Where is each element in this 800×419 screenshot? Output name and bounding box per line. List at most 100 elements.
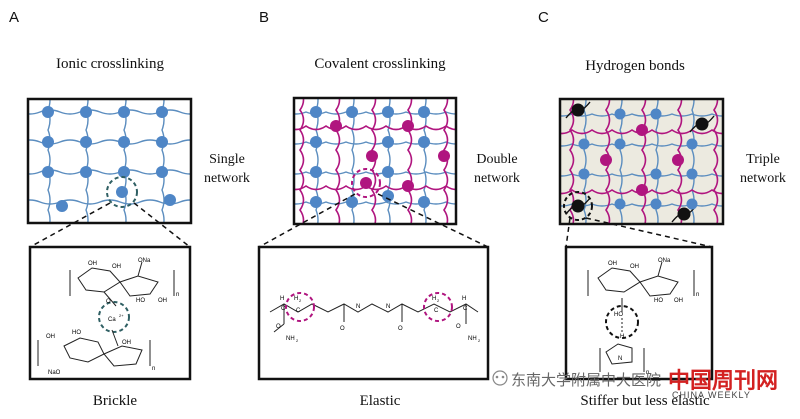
label-ho-c2: HO [614,312,623,318]
panel-letter-c: C [538,9,549,26]
double-network-border [292,96,458,226]
label-o-b3: O [276,324,281,330]
single-network-nodes [42,106,176,212]
blue-crosslink-node [42,136,54,148]
label-n-c1: n [696,292,699,298]
label-ona-a: ONa [138,258,151,264]
label-h-b1: H [280,296,284,302]
black-hydrogen-bond-node [571,199,585,213]
label-oh-c2: OH [630,264,639,270]
label-n-ring: N [618,356,622,362]
blue-crosslink-node [310,166,322,178]
magenta-crosslink-node [366,150,378,162]
blue-crosslink-node [80,136,92,148]
label-oh-a2: OH [112,264,121,270]
blue-crosslink-node [578,168,590,180]
panel-b-side-label-line2: network [474,171,520,186]
panel-c-caption: Stiffer but less elastic [580,393,710,409]
label-ho-a1: HO [136,298,145,304]
blue-crosslink-node [80,166,92,178]
pam-structure-frame [257,245,490,381]
panel-a-caption: Brickle [92,393,138,409]
blue-crosslink-node [382,166,394,178]
label-n-c2: n [646,370,649,376]
blue-crosslink-node [310,196,322,208]
label-h2-sub-b1: 2 [299,298,302,303]
magenta-crosslink-node [402,180,414,192]
blue-crosslink-node [614,108,626,120]
label-h2-b1: H [294,296,298,302]
panel-letter-b: B [259,9,270,26]
blue-crosslink-node [346,196,358,208]
panel-b-side-label-line1: Double [476,152,518,167]
blue-crosslink-node [310,106,322,118]
blue-crosslink-node [156,136,168,148]
panel-b-title: Covalent crosslinking [314,56,446,72]
zoom-line-a-left [29,202,111,248]
label-ona-c: ONa [658,258,671,264]
blue-crosslink-node [118,136,130,148]
watermark-source: 东南大学附属中大医院 [511,371,662,389]
magenta-strand [641,99,647,224]
ionic-crosslink-highlight [106,176,138,208]
blue-crosslink-node [650,108,662,120]
magenta-crosslink-node [636,124,648,136]
label-c-b4: C [463,306,468,312]
panel-letter-a: A [9,9,20,26]
crosslink-ring-right [423,292,453,322]
magenta-strand [299,98,305,224]
black-hydrogen-bond-node [695,117,709,131]
panel-a-side-label-line1: Single [209,152,245,167]
magenta-crosslink-node [600,154,612,166]
single-network-border [26,97,193,225]
double-network-nodes [310,106,450,208]
panel-c-side-label-line1: Triple [746,152,780,167]
blue-crosslink-node [614,198,626,210]
covalent-crosslink-highlight [351,168,381,198]
label-ho-c1: HO [654,298,663,304]
panel-a-title: Ionic crosslinking [56,56,164,72]
alginate-hydrogen-bond-structure: ONa OH OH HO OH n HO H N n [564,245,714,381]
hbond-structure-frame [564,245,714,381]
zoom-line-c-right [585,217,713,248]
label-oh-a1: OH [88,261,97,267]
label-oh-a3: OH [158,298,167,304]
black-hydrogen-bond-node [677,207,691,221]
label-c-b1: C [281,306,286,312]
black-hydrogen-bond-node [571,103,585,117]
blue-crosslink-node [650,198,662,210]
label-ca: Ca [108,317,116,323]
label-oh-c3: OH [674,298,683,304]
label-nh-b2: N [386,304,390,310]
magenta-strand [605,99,611,224]
zoom-line-c-left [565,217,571,248]
zoom-line-b-right [377,193,489,248]
label-oh-a5: OH [122,340,131,346]
blue-crosslink-node [156,106,168,118]
hbond-ring-highlight [605,305,639,339]
label-nao: NaO [48,370,61,376]
blue-crosslink-node [418,106,430,118]
label-h2-b2: H [432,296,436,302]
watermark-logo-icon [492,370,508,386]
label-o-b4: O [456,324,461,330]
blue-crosslink-node [80,106,92,118]
blue-crosslink-node [156,166,168,178]
label-o-b1: O [340,326,345,332]
blue-crosslink-node [42,166,54,178]
label-ho-a2: HO [72,330,81,336]
magenta-strand [569,99,575,224]
blue-crosslink-node [382,106,394,118]
magenta-crosslink-node [402,120,414,132]
blue-crosslink-node [686,138,698,150]
blue-crosslink-node [382,136,394,148]
label-n-a2: n [152,366,155,372]
watermark-brand-en: CHINA WEEKLY [672,390,751,400]
triple-network-nodes [571,103,709,221]
label-h2-sub-b2: 2 [437,298,440,303]
calcium-ion-highlight [98,301,130,333]
magenta-strand [713,99,719,224]
label-nh-b1: N [356,304,360,310]
label-nh2-b1: NH [286,336,295,342]
